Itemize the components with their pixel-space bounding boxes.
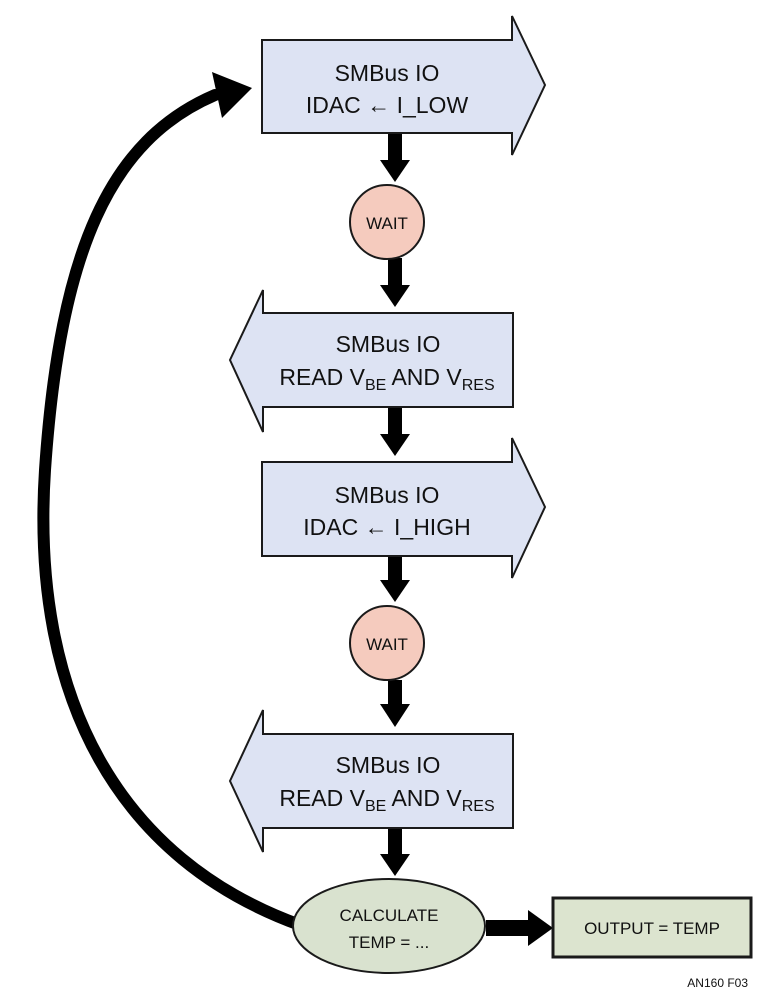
wait-label-2: WAIT xyxy=(366,635,408,654)
loop-back-arrowhead xyxy=(212,72,252,118)
loop-back-arrow xyxy=(37,89,306,931)
set-idac-low-command: IDAC ← I_LOW xyxy=(306,92,469,118)
connector-6 xyxy=(380,828,410,876)
figure-id: AN160 F03 xyxy=(687,976,748,990)
wait-step-1: WAIT xyxy=(349,184,425,260)
output-step: OUTPUT = TEMP xyxy=(551,896,753,959)
calculate-label: CALCULATE xyxy=(340,906,439,925)
set-idac-low-step: SMBus IO IDAC ← I_LOW xyxy=(261,15,547,156)
set-idac-high-command: IDAC ← I_HIGH xyxy=(303,514,470,540)
read-step-1-command: READ VBE AND VRES xyxy=(279,364,494,394)
read-vbe-vres-step-1: SMBus IO READ VBE AND VRES xyxy=(228,289,514,433)
connector-4 xyxy=(380,557,410,602)
connector-3 xyxy=(380,407,410,456)
connector-5 xyxy=(380,680,410,727)
wait-step-2: WAIT xyxy=(349,605,425,681)
set-idac-high-step: SMBus IO IDAC ← I_HIGH xyxy=(261,437,547,579)
read-step-2-command: READ VBE AND VRES xyxy=(279,785,494,815)
read-step-2-title: SMBus IO xyxy=(336,752,441,778)
set-idac-high-title: SMBus IO xyxy=(335,482,440,508)
calculate-temp-step: CALCULATE TEMP = ... xyxy=(292,878,486,974)
connector-2 xyxy=(380,258,410,307)
read-step-1-title: SMBus IO xyxy=(336,331,441,357)
connector-1 xyxy=(380,133,410,182)
output-label: OUTPUT = TEMP xyxy=(584,919,720,938)
calculate-formula: TEMP = ... xyxy=(349,933,429,952)
read-vbe-vres-step-2: SMBus IO READ VBE AND VRES xyxy=(228,709,514,853)
wait-label-1: WAIT xyxy=(366,214,408,233)
set-idac-low-title: SMBus IO xyxy=(335,60,440,86)
connector-to-output xyxy=(486,910,553,946)
